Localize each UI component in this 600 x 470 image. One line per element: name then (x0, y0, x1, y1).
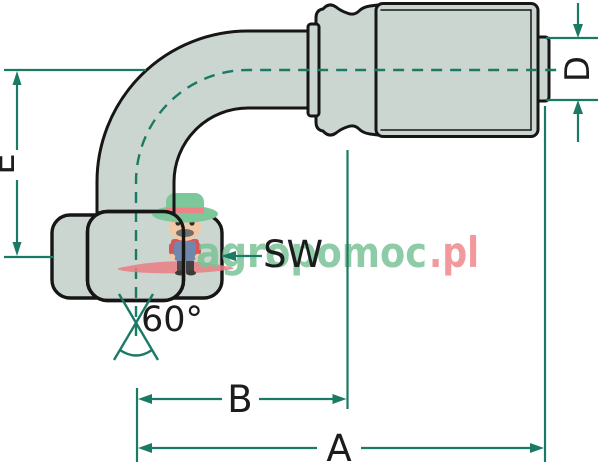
mascot-hat-band (166, 207, 204, 214)
dimension-sw: SW (221, 233, 323, 276)
watermark-text-red: .pl (429, 228, 479, 277)
dimension-label-e: E (0, 153, 23, 174)
arrow-down-icon (573, 24, 583, 38)
arrow-left-icon (221, 251, 236, 261)
dimension-label-b: B (227, 378, 252, 421)
dimension-e: E (0, 68, 146, 259)
dimension-label-a: A (326, 427, 351, 470)
dimension-label-angle: 60° (141, 300, 203, 340)
farmer-mascot-icon (85, 183, 234, 303)
dimension-d: D (546, 3, 598, 142)
arrow-left-icon (138, 394, 152, 404)
red-swoosh (117, 261, 234, 274)
centerline (134, 68, 562, 336)
dimension-label-d: D (558, 56, 598, 82)
arrow-down-icon (12, 242, 22, 256)
dimension-annotations: E D SW 60° (0, 3, 598, 470)
dimension-b: B (138, 378, 347, 421)
arrow-left-icon (138, 443, 152, 453)
arrow-up-icon (573, 100, 583, 114)
watermark: agropomoc .pl (196, 228, 479, 277)
dimension-a: A (138, 427, 544, 470)
dimension-label-sw: SW (263, 233, 323, 276)
arrow-right-icon (530, 443, 544, 453)
arrow-right-icon (332, 394, 347, 404)
arrow-up-icon (12, 71, 22, 85)
elbow-tube (95, 29, 314, 218)
dimension-angle-60: 60° (112, 293, 203, 361)
